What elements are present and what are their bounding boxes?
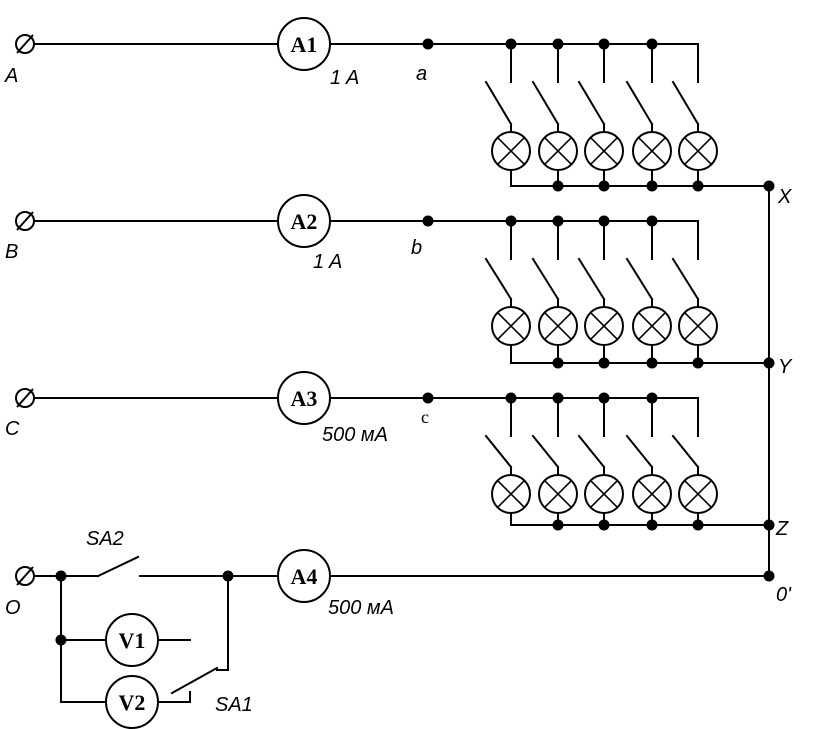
terminal-b-label: B — [5, 241, 18, 263]
ammeter-a4-reading: 500 мА — [328, 597, 394, 619]
star-point-bus — [697, 180, 775, 582]
lamp-cross-line — [638, 312, 666, 340]
terminal-o-label: O — [5, 597, 21, 619]
lamp-cross-line — [684, 480, 712, 508]
lamp-bottom-junction-dot — [552, 519, 564, 531]
lamp-switch-blade — [577, 434, 606, 469]
node-x-label: X — [777, 186, 792, 208]
switch-sa2-label: SA2 — [86, 528, 124, 550]
lamp-cross-line — [544, 312, 572, 340]
terminal-o — [15, 566, 35, 586]
switch-sa1-label: SA1 — [215, 694, 253, 716]
node-c-label: c — [421, 407, 429, 427]
node-y-label: Y — [778, 356, 793, 378]
lamp-bottom-junction-dot — [598, 357, 610, 369]
ammeter-a3-reading: 500 мА — [322, 424, 388, 446]
voltmeter-v1-label: V1 — [119, 628, 146, 653]
lamp-switch-blade — [531, 434, 560, 469]
ammeter-a3: A3 — [277, 371, 331, 425]
lamp-cross-line — [497, 312, 525, 340]
lamp-group-b — [484, 215, 718, 369]
lamp-cross-line — [497, 137, 525, 165]
ammeter-a1-label: A1 — [291, 32, 318, 57]
node-b-label: b — [411, 237, 422, 259]
voltmeter-v1: V1 — [105, 613, 159, 667]
terminal-c-label: C — [5, 418, 20, 440]
lamp-switch-blade — [671, 434, 700, 469]
lamp-cross-line — [544, 480, 572, 508]
terminal-a-label: A — [4, 65, 18, 87]
lamp-cross-line — [544, 137, 572, 165]
lamp-bottom-junction-dot — [552, 180, 564, 192]
switch-sa2-blade — [96, 555, 140, 578]
ammeter-a4: A4 — [277, 549, 331, 603]
ammeter-a1: A1 — [277, 17, 331, 71]
ammeter-a1-reading: 1 A — [330, 67, 359, 89]
switch-sa1-blade — [170, 666, 219, 695]
voltmeter-v2: V2 — [105, 675, 159, 729]
lamp-bottom-junction-dot — [598, 180, 610, 192]
ammeter-a4-label: A4 — [291, 564, 318, 589]
voltmeter-v2-label: V2 — [119, 690, 146, 715]
lamp-cross-line — [590, 137, 618, 165]
ammeter-a2-reading: 1 A — [313, 251, 342, 273]
terminal-b — [15, 211, 35, 231]
lamp-switch-blade — [484, 434, 513, 469]
node-z-dot — [763, 519, 775, 531]
lamp-bottom-junction-dot — [598, 519, 610, 531]
node-c-dot — [422, 392, 434, 404]
lamp-switch-blade — [577, 257, 606, 301]
ammeter-a2-label: A2 — [291, 209, 318, 234]
lamp-group-c — [484, 392, 718, 531]
lamp-cross-line — [684, 312, 712, 340]
lamp-switch-blade — [671, 80, 700, 126]
lamp-switch-blade — [625, 257, 654, 301]
phase-b-line — [33, 215, 699, 227]
lamp-cross-line — [497, 480, 525, 508]
lamp-bottom-junction-dot — [646, 357, 658, 369]
lamp-cross-line — [638, 137, 666, 165]
lamp-cross-line — [638, 480, 666, 508]
node-b-dot — [422, 215, 434, 227]
node-a-label: a — [416, 63, 427, 85]
node-neutral-label: 0' — [776, 584, 792, 606]
lamp-switch-blade — [531, 80, 560, 126]
node-a-dot — [422, 38, 434, 50]
terminal-c — [15, 388, 35, 408]
lamp-group-a — [484, 38, 718, 192]
ammeter-a3-label: A3 — [291, 386, 318, 411]
phase-a-line — [33, 38, 699, 50]
node-z-label: Z — [775, 518, 789, 540]
lamp-bottom-junction-dot — [646, 519, 658, 531]
ammeter-a2: A2 — [277, 194, 331, 248]
lamp-switch-blade — [484, 80, 513, 126]
voltmeter-branch — [55, 575, 229, 703]
node-x-dot — [763, 180, 775, 192]
lamp-switch-blade — [625, 80, 654, 126]
lamp-bottom-junction-dot — [552, 357, 564, 369]
lamp-bottom-junction-dot — [646, 180, 658, 192]
lamp-cross-line — [590, 312, 618, 340]
lamp-switch-blade — [484, 257, 513, 301]
terminal-a — [15, 34, 35, 54]
lamp-switch-blade — [625, 434, 654, 469]
lamp-switch-blade — [531, 257, 560, 301]
lamp-cross-line — [590, 480, 618, 508]
lamp-cross-line — [684, 137, 712, 165]
lamp-switch-blade — [577, 80, 606, 126]
phase-c-line — [33, 392, 699, 404]
lamp-switch-blade — [671, 257, 700, 301]
neutral-line — [33, 555, 770, 582]
node-y-dot — [763, 357, 775, 369]
